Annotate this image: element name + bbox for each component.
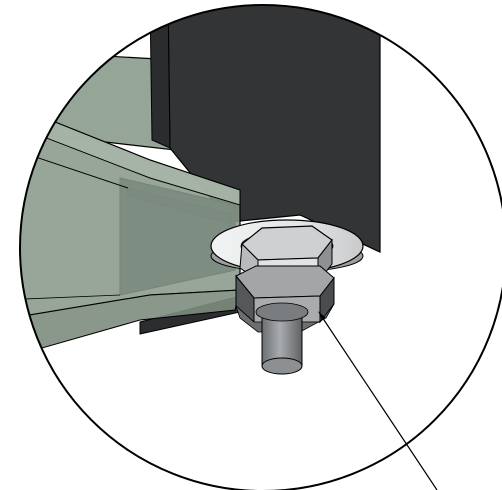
frame-edge-line-2 (20, 294, 121, 301)
transparent-frame-lower (20, 289, 241, 361)
detail-circle-icon (19, 4, 502, 490)
bolt-stud (255, 302, 309, 375)
dark-panel-edge (149, 5, 171, 149)
leader-line-icon (318, 311, 438, 490)
transparent-frame-top-strip (20, 99, 241, 206)
